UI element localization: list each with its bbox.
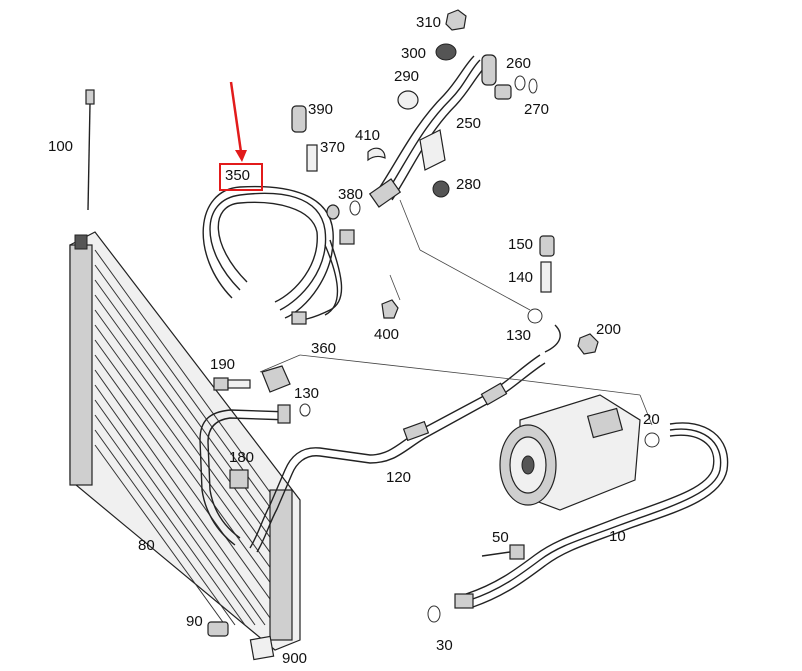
label-100: 100 (48, 138, 74, 155)
label-410: 410 (355, 127, 381, 144)
label-120: 120 (386, 469, 412, 486)
label-390: 390 (308, 101, 334, 118)
label-130-top: 130 (506, 327, 532, 344)
label-280: 280 (456, 176, 482, 193)
label-260: 260 (506, 55, 532, 72)
label-10: 10 (609, 528, 626, 545)
label-310: 310 (416, 14, 442, 31)
label-50: 50 (492, 529, 509, 546)
compressor (499, 394, 660, 511)
hose-350 (202, 185, 355, 325)
line-190 (199, 365, 311, 546)
label-140: 140 (508, 269, 534, 286)
label-360: 360 (311, 340, 337, 357)
label-130-mid: 130 (294, 385, 320, 402)
dipstick-part (85, 89, 95, 211)
label-200: 200 (596, 321, 622, 338)
label-270: 270 (524, 101, 550, 118)
label-290: 290 (394, 68, 420, 85)
bolt-50 (481, 544, 525, 560)
label-400: 400 (374, 326, 400, 343)
label-30: 30 (436, 637, 453, 654)
label-180: 180 (229, 449, 255, 466)
label-250: 250 (456, 115, 482, 132)
label-150: 150 (508, 236, 534, 253)
pipe-120 (249, 354, 546, 553)
label-80: 80 (138, 537, 155, 554)
red-arrow (229, 81, 247, 162)
small-parts-top (291, 9, 538, 319)
sensor-90 (207, 621, 275, 661)
hose-10 (427, 422, 729, 623)
highlight-box-350 (219, 163, 263, 191)
label-350: 350 (225, 167, 251, 184)
label-90: 90 (186, 613, 203, 630)
label-370: 370 (320, 139, 346, 156)
small-parts-right (527, 235, 599, 355)
label-900: 900 (282, 650, 308, 667)
label-380: 380 (338, 186, 364, 203)
label-20: 20 (643, 411, 660, 428)
label-300: 300 (401, 45, 427, 62)
condenser (69, 231, 301, 651)
label-190: 190 (210, 356, 236, 373)
hose-250 (368, 54, 512, 208)
leader-lines (259, 199, 653, 426)
